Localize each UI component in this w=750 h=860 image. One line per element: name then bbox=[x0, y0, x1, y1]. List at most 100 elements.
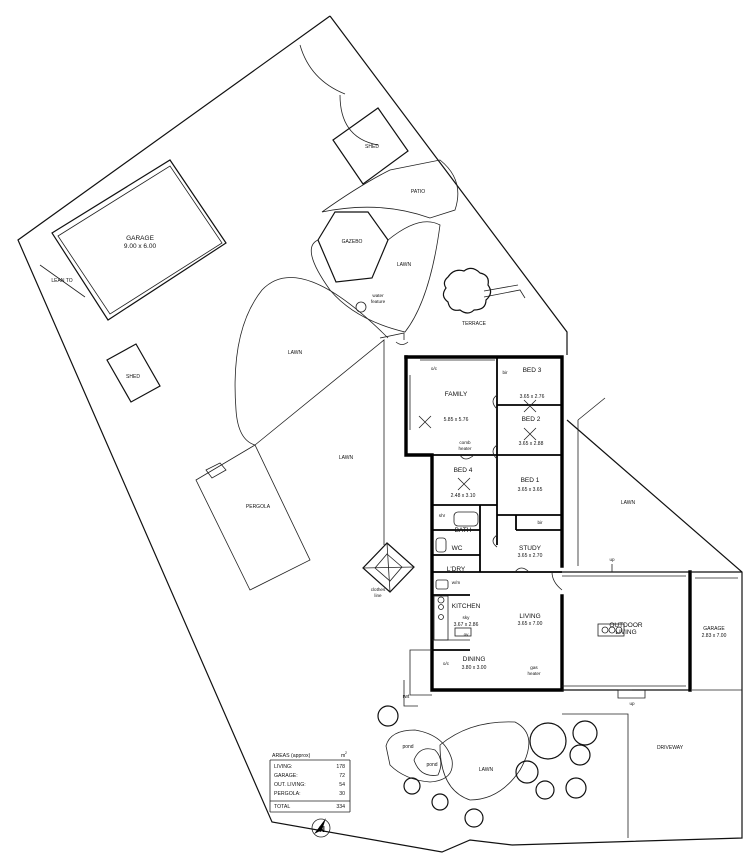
water-feature-label-2: feature bbox=[371, 299, 386, 304]
terrace-label: TERRACE bbox=[462, 321, 487, 327]
step-up-top-label: up bbox=[609, 557, 615, 562]
kitchen-dims: 3.67 x 2.86 bbox=[454, 622, 479, 628]
water-feature-label-1: water bbox=[372, 293, 384, 298]
bed1-label: BED 1 bbox=[521, 477, 540, 484]
gas-heater-label-1: gas bbox=[530, 665, 538, 670]
living-label: LIVING bbox=[519, 613, 540, 620]
lawn-left-label: LAWN bbox=[288, 350, 303, 356]
terrace-beam bbox=[483, 289, 526, 299]
bed1-bir-label: bir bbox=[537, 520, 543, 525]
front-trees bbox=[377, 705, 598, 828]
pond-2-label: pond bbox=[426, 762, 437, 768]
outdoor-living-label-2: LIVING bbox=[615, 629, 636, 636]
bed2-label: BED 2 bbox=[522, 416, 541, 423]
pond-1 bbox=[385, 729, 453, 783]
patio-area bbox=[321, 159, 459, 219]
areas-row-garage-value: 72 bbox=[339, 773, 345, 779]
areas-row-living-value: 178 bbox=[336, 764, 345, 770]
lean-to-wall bbox=[39, 264, 86, 298]
areas-table-unit-sup: 2 bbox=[345, 751, 347, 755]
shed-left: SHED bbox=[106, 343, 161, 403]
comb-heater-label-2: heater bbox=[458, 446, 471, 451]
lawn-front-label: LAWN bbox=[479, 767, 494, 773]
tree-icon bbox=[442, 267, 492, 314]
bed2-dims: 3.65 x 2.88 bbox=[519, 441, 544, 447]
gazebo: GAZEBO bbox=[317, 211, 389, 283]
lawn-right-edge bbox=[577, 397, 606, 421]
lawn-front-outline bbox=[439, 721, 530, 801]
bed3-dims: 3.65 x 2.76 bbox=[520, 394, 545, 400]
bed4-dims: 2.48 x 3.10 bbox=[451, 493, 476, 499]
outdoor-living-label-1: OUTDOOR bbox=[609, 622, 643, 629]
areas-table-unit: m bbox=[341, 753, 345, 759]
lawn-mid-label: LAWN bbox=[339, 455, 354, 461]
pond-1-label: pond bbox=[402, 744, 413, 750]
bed1-dims: 3.65 x 3.65 bbox=[518, 487, 543, 493]
site-boundary bbox=[17, 15, 743, 853]
garage-front: GARAGE 2.83 x 7.00 bbox=[688, 570, 742, 692]
lawn-left-outline bbox=[234, 277, 389, 446]
bed3-bir-label: bir bbox=[502, 370, 508, 375]
areas-total-value: 334 bbox=[336, 804, 345, 810]
bath-label: BATH bbox=[455, 527, 472, 534]
garage-front-dims: 2.83 x 7.00 bbox=[702, 633, 727, 639]
skylight-label: sky bbox=[463, 615, 471, 620]
clothes-line-label-2: line bbox=[374, 593, 382, 598]
fence-segment bbox=[379, 332, 405, 340]
clothes-line-label-1: clothes bbox=[371, 587, 386, 592]
areas-row-living-label: LIVING: bbox=[274, 764, 292, 770]
shed-top-label: SHED bbox=[365, 144, 379, 150]
bed3-label: BED 3 bbox=[523, 367, 542, 374]
areas-table-header: AREAS (approx) bbox=[272, 753, 311, 759]
patio-label: PATIO bbox=[411, 189, 425, 195]
kitchen-label: KITCHEN bbox=[452, 603, 481, 610]
garage-rear-label: GARAGE bbox=[126, 235, 154, 242]
dining-dims: 3.80 x 3.00 bbox=[462, 665, 487, 671]
shed-left-label: SHED bbox=[126, 374, 140, 380]
lawn-upper-label: LAWN bbox=[397, 262, 412, 268]
dining-oc-label: o/c bbox=[443, 661, 450, 666]
lawn-mid-boundary bbox=[254, 339, 385, 545]
room-labels: o/c FAMILY 5.85 x 5.76 comb heater bir B… bbox=[431, 366, 643, 706]
gate-swing-2 bbox=[299, 44, 346, 95]
areas-row-outliving-label: OUT. LIVING: bbox=[274, 782, 306, 788]
gate-swing bbox=[339, 94, 379, 146]
family-label: FAMILY bbox=[445, 391, 468, 398]
study-label: STUDY bbox=[519, 545, 542, 552]
clothes-line-icon: clothes line bbox=[362, 542, 415, 598]
pergola: PERGOLA bbox=[195, 444, 311, 591]
lean-to-label: LEAN TO bbox=[51, 278, 72, 284]
family-dims: 5.85 x 5.76 bbox=[444, 417, 469, 423]
areas-row-pergola-value: 30 bbox=[339, 791, 345, 797]
rwt-outline bbox=[403, 680, 418, 707]
rwt-label: rwt bbox=[403, 694, 410, 700]
lawn-right-label: LAWN bbox=[621, 500, 636, 506]
garage-front-label: GARAGE bbox=[703, 626, 725, 632]
oven-label: ov bbox=[464, 632, 470, 637]
bed4-label: BED 4 bbox=[454, 467, 473, 474]
gazebo-label: GAZEBO bbox=[342, 239, 363, 245]
driveway-label: DRIVEWAY bbox=[657, 745, 684, 751]
areas-row-garage-label: GARAGE: bbox=[274, 773, 298, 779]
family-oc-label: o/c bbox=[431, 366, 438, 371]
shower-label: shr bbox=[439, 513, 446, 518]
wc-label: WC bbox=[452, 545, 463, 552]
gate-swing-3 bbox=[395, 341, 409, 345]
water-feature-icon bbox=[355, 301, 367, 313]
house bbox=[404, 355, 564, 692]
step-bottom bbox=[617, 690, 646, 699]
areas-row-pergola-label: PERGOLA: bbox=[274, 791, 301, 797]
areas-table: AREAS (approx) m 2 LIVING: 178 GARAGE: 7… bbox=[269, 751, 351, 813]
terrace-beam-2 bbox=[483, 284, 519, 292]
garage-rear-dims: 9.00 x 6.00 bbox=[124, 243, 157, 250]
north-arrow-label: N bbox=[319, 825, 325, 834]
lawn-upper-outline bbox=[310, 221, 441, 333]
areas-total-label: TOTAL bbox=[274, 804, 290, 810]
driveway-edge bbox=[562, 713, 629, 838]
side-porch bbox=[409, 649, 432, 696]
pergola-label: PERGOLA bbox=[246, 504, 271, 510]
gas-heater-label-2: heater bbox=[527, 671, 540, 676]
comb-heater-label-1: comb bbox=[459, 440, 471, 445]
areas-row-outliving-value: 54 bbox=[339, 782, 345, 788]
